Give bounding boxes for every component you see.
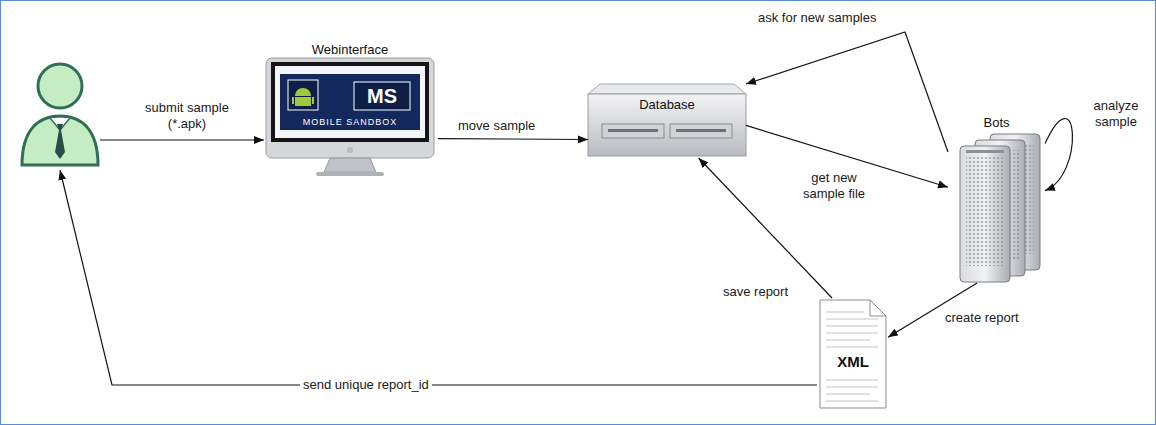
connector bbox=[1045, 119, 1072, 191]
bots-servers: Bots bbox=[948, 115, 1045, 283]
report-id-arrow bbox=[60, 170, 817, 385]
edge-label: get new sample file bbox=[795, 170, 873, 202]
logo-text: MS bbox=[354, 82, 410, 110]
arrow-label: send unique report_id bbox=[300, 377, 432, 393]
node-title: XML bbox=[818, 354, 888, 370]
server-illustration bbox=[588, 84, 746, 156]
web-interface: WebinterfaceMS MOBILE SANDBOX bbox=[262, 42, 438, 178]
node-title: Bots bbox=[948, 115, 1045, 131]
arrow-label: submit sample (*.apk) bbox=[132, 100, 242, 132]
connector bbox=[438, 138, 588, 140]
logo-text: MOBILE SANDBOX bbox=[280, 114, 420, 130]
monitor-illustration bbox=[266, 58, 434, 176]
node-title: Webinterface bbox=[262, 42, 438, 58]
database-server: Database bbox=[588, 84, 746, 158]
edge-label: create report bbox=[942, 310, 1022, 326]
edge-label: move sample bbox=[455, 118, 538, 134]
edge-label: analyze sample bbox=[1084, 98, 1148, 130]
bots-illustration bbox=[960, 134, 1040, 282]
node-title: Database bbox=[588, 97, 746, 113]
edge-label: ask for new samples bbox=[755, 10, 880, 26]
connectors bbox=[438, 32, 1072, 337]
user-figure bbox=[22, 64, 98, 165]
submit-arrow bbox=[100, 139, 264, 140]
edge-label: save report bbox=[720, 284, 791, 300]
connector bbox=[746, 32, 948, 152]
xml-report: XML bbox=[818, 298, 888, 410]
